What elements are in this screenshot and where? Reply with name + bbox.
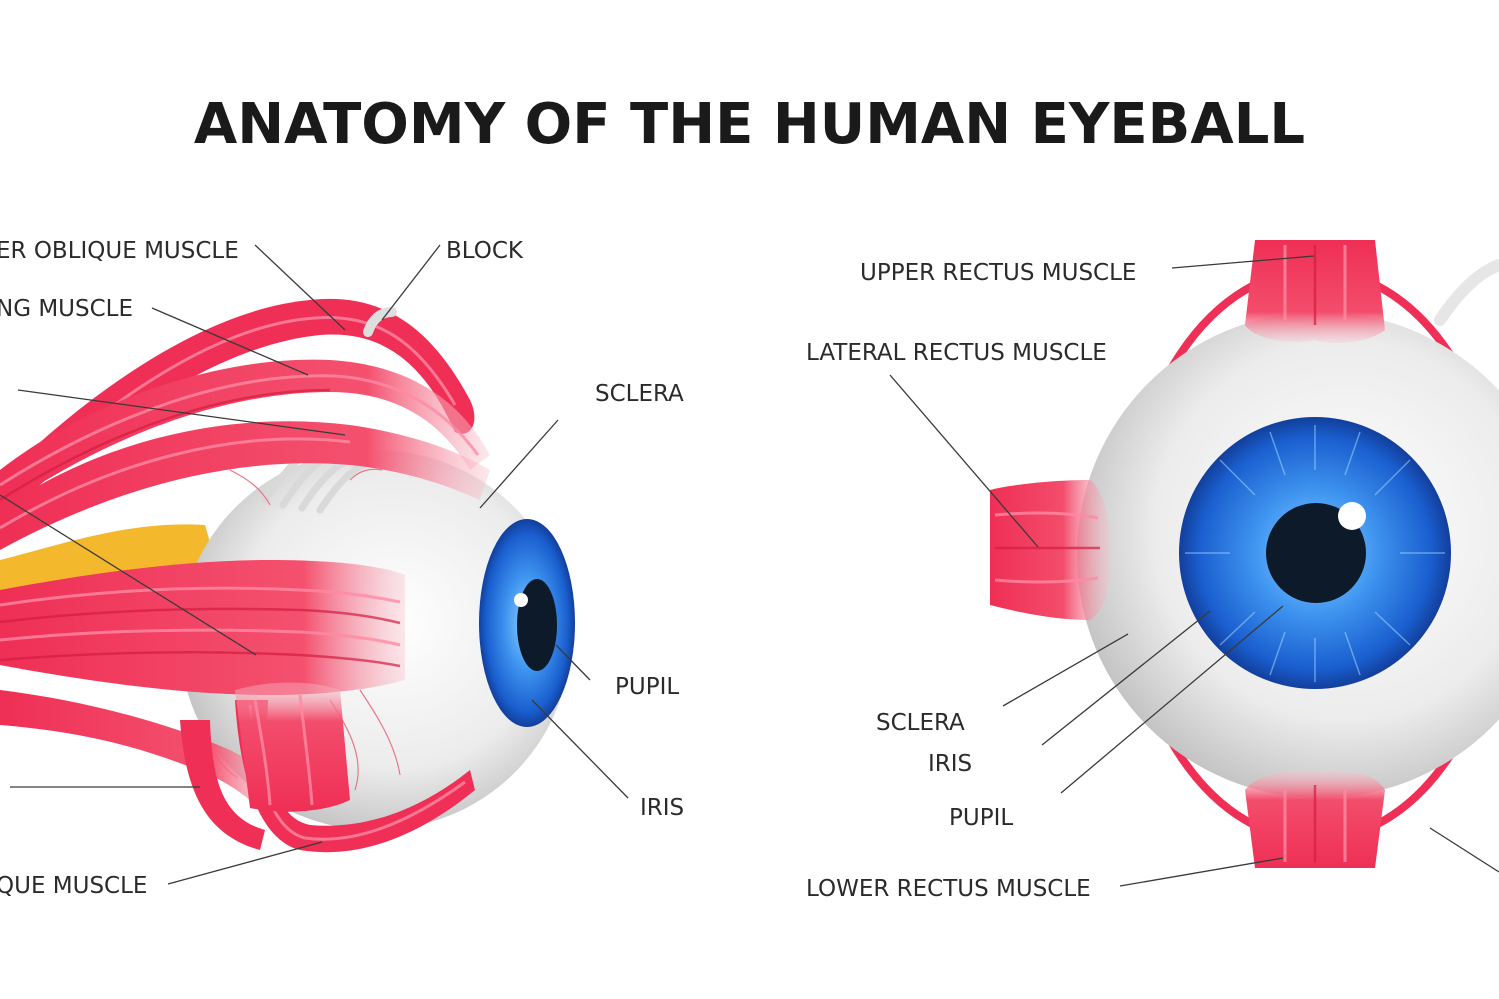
- label-front-sclera: SCLERA: [876, 710, 965, 736]
- label-lateral-rectus: LATERAL RECTUS MUSCLE: [806, 340, 1107, 366]
- side-pupil: [517, 579, 557, 671]
- leader-lifting: [151, 307, 309, 376]
- diagram-title: ANATOMY OF THE HUMAN EYEBALL: [193, 92, 1306, 157]
- leader-block: [381, 244, 441, 321]
- label-side-pupil: PUPIL: [615, 674, 679, 700]
- block-trochlea: [363, 307, 397, 337]
- leader-lateral-rectus: [0, 494, 257, 656]
- label-side-iris: IRIS: [640, 795, 684, 821]
- side-labels: ER OBLIQUE MUSCLE BLOCK NG MUSCLE SCLERA…: [0, 238, 684, 899]
- leader-upper-rectus: [1171, 255, 1315, 269]
- label-front-pupil: PUPIL: [949, 805, 1013, 831]
- leader-side-pupil: [555, 644, 591, 681]
- label-side-sclera: SCLERA: [595, 381, 684, 407]
- label-front-iris: IRIS: [928, 751, 972, 777]
- side-lower-band: [235, 682, 350, 812]
- front-tendon: [1434, 259, 1499, 326]
- front-pupil-highlight: [1338, 502, 1366, 530]
- front-leader-lines: [889, 255, 1499, 887]
- leader-upper-rectus: [17, 389, 346, 436]
- lower-oblique-inner: [180, 720, 265, 850]
- leader-lateral-rectus: [889, 374, 1039, 548]
- front-labels: UPPER RECTUS MUSCLE LATERAL RECTUS MUSCL…: [806, 260, 1136, 902]
- side-upper-rectus: [0, 421, 490, 550]
- label-lifting: NG MUSCLE: [0, 296, 133, 322]
- leader-side-sclera: [479, 419, 559, 509]
- side-view-eye: [0, 298, 575, 853]
- leader-lower-rectus: [1119, 857, 1284, 887]
- side-lateral-rectus: [0, 560, 405, 695]
- leader-side-iris: [531, 699, 629, 799]
- lifting-muscle: [0, 359, 490, 510]
- leader-front-sclera: [1002, 633, 1129, 707]
- leader-lower-oblique: [167, 841, 323, 885]
- label-upper-rectus: UPPER RECTUS MUSCLE: [860, 260, 1136, 286]
- iris-streaks: [1185, 425, 1445, 682]
- side-pupil-highlight: [514, 593, 528, 607]
- label-block: BLOCK: [446, 238, 524, 264]
- leader-upper-oblique: [254, 244, 346, 331]
- label-lower-rectus: LOWER RECTUS MUSCLE: [806, 876, 1091, 902]
- leader-front-pupil: [1060, 605, 1284, 794]
- label-upper-oblique: ER OBLIQUE MUSCLE: [0, 238, 239, 264]
- leader-offscreen-right: [1429, 827, 1499, 873]
- label-lower-oblique: QUE MUSCLE: [0, 873, 147, 899]
- upper-oblique-muscle: [0, 298, 475, 520]
- front-lateral-rectus: [990, 480, 1112, 620]
- side-leader-lines: [0, 244, 629, 885]
- front-pupil: [1266, 503, 1366, 603]
- leader-front-iris: [1041, 610, 1211, 746]
- side-lower-rectus: [0, 690, 280, 805]
- front-view-eye: [990, 240, 1499, 868]
